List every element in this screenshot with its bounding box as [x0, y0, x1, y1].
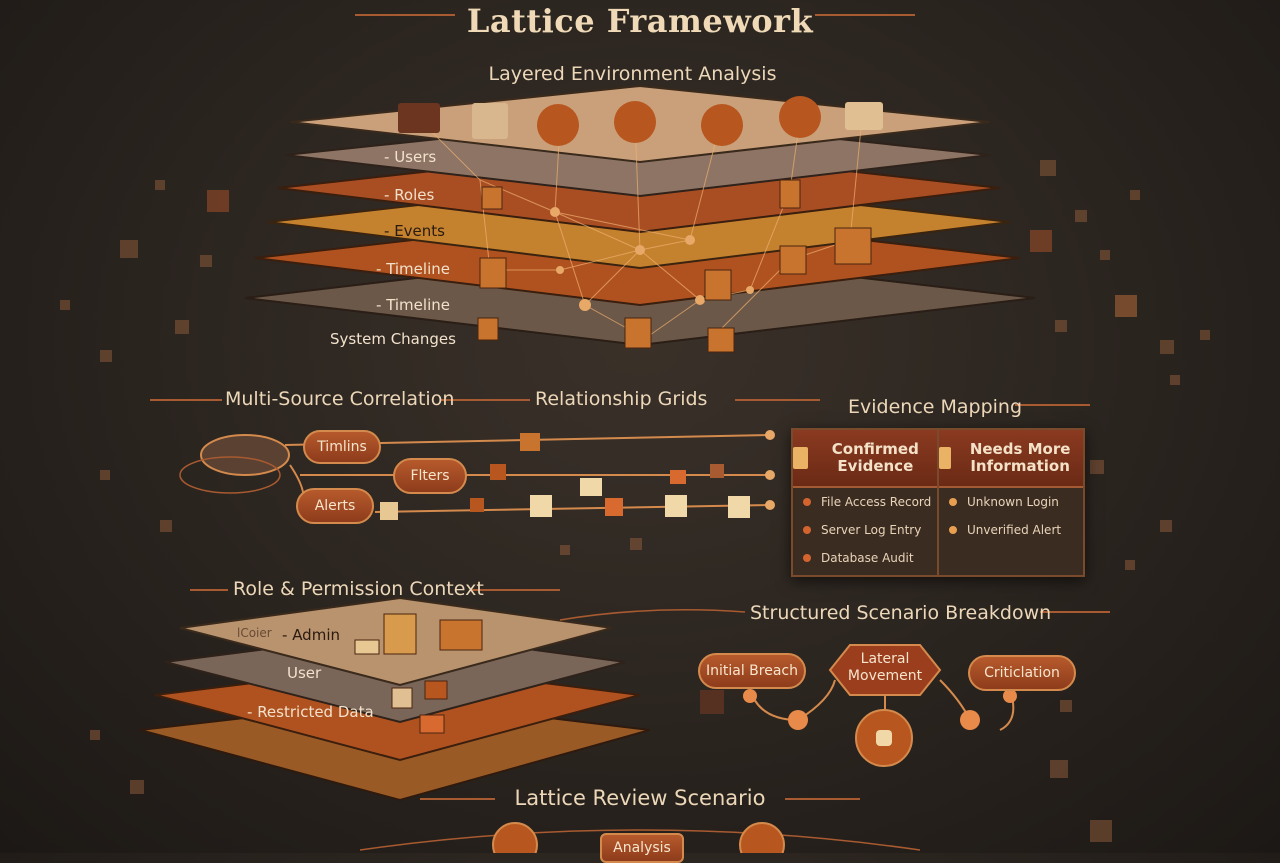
- background-squares: [60, 160, 1210, 842]
- layer-label-users: - Users: [384, 148, 437, 166]
- evidence-item[interactable]: Unknown Login: [939, 488, 1083, 516]
- role-stack: [139, 596, 651, 802]
- scenario-node-lateral-movement[interactable]: Lateral Movement: [847, 651, 923, 684]
- review-settings-icon: [739, 822, 785, 853]
- evidence-item[interactable]: Unverified Alert: [939, 516, 1083, 544]
- bullet-icon: [949, 526, 957, 534]
- layer-label-timeline-1: - Timeline: [376, 260, 450, 278]
- evidence-heading: Evidence Mapping: [848, 396, 1023, 418]
- lock-icon: [391, 687, 413, 709]
- scenario-heading: Structured Scenario Breakdown: [750, 602, 1052, 624]
- tool-icon: [779, 96, 821, 138]
- bullet-icon: [803, 554, 811, 562]
- scenario-dots: [743, 689, 1017, 730]
- needs-column: Needs More Information Unknown Login Unv…: [939, 430, 1083, 575]
- alert-icon: [779, 245, 807, 275]
- role-label-admin: - Admin: [282, 626, 340, 644]
- calendar-icon: [479, 257, 507, 289]
- lattice-network: [419, 117, 863, 336]
- layer-label-timeline-2: - Timeline: [376, 296, 450, 314]
- role-icons: [354, 613, 483, 734]
- evidence-table: Confirmed Evidence File Access Record Se…: [791, 428, 1085, 577]
- file-icon: [779, 179, 801, 209]
- bullet-icon: [949, 498, 957, 506]
- list-icon: [481, 186, 503, 210]
- lateral-movement-shape: [828, 644, 942, 696]
- correlation-node-alerts[interactable]: Alerts: [296, 488, 374, 524]
- needs-header: Needs More Information: [939, 430, 1083, 488]
- stack-icons: [477, 179, 872, 353]
- bullet-icon: [803, 498, 811, 506]
- top-layer-icons: [398, 96, 883, 146]
- evidence-item[interactable]: File Access Record: [793, 488, 937, 516]
- grid-icon: [624, 317, 652, 349]
- role-label-user: User: [287, 664, 322, 682]
- filter-icon: [472, 103, 508, 139]
- gear-icon: [701, 104, 743, 146]
- document-icon: [939, 447, 952, 469]
- layer-label-events: - Events: [384, 222, 445, 240]
- evidence-item[interactable]: Database Audit: [793, 544, 937, 572]
- roles-heading: Role & Permission Context: [233, 578, 484, 600]
- layer-label-roles: - Roles: [384, 186, 435, 204]
- correlation-ends: [765, 430, 775, 510]
- page-title: Lattice Framework: [466, 2, 814, 40]
- review-heading: Lattice Review Scenario: [514, 786, 766, 810]
- confirmed-header: Confirmed Evidence: [793, 430, 937, 488]
- clock-icon: [704, 269, 732, 301]
- correlation-node-filters[interactable]: Flters: [393, 458, 467, 494]
- storage-icon: [439, 619, 483, 651]
- correlation-heading: Multi-Source Correlation: [225, 388, 455, 410]
- user-settings-icon: [537, 104, 579, 146]
- stop-icon: [876, 730, 892, 746]
- user-icon: [398, 103, 440, 133]
- check-icon: [707, 327, 735, 353]
- shield-icon: [477, 317, 499, 341]
- role-label-faint: lCoier: [237, 626, 272, 640]
- bullet-icon: [803, 526, 811, 534]
- lock-icon: [614, 101, 656, 143]
- evidence-item[interactable]: Server Log Entry: [793, 516, 937, 544]
- checklist-icon: [793, 447, 808, 469]
- layer-stack: [244, 84, 1036, 347]
- correlation-blocks: [380, 433, 750, 520]
- database-icon: [834, 227, 872, 265]
- correlation-node-timelines[interactable]: Timlins: [303, 430, 381, 464]
- layer-label-system-changes: System Changes: [330, 330, 456, 348]
- scenario-node-criticlation[interactable]: Criticlation: [968, 655, 1076, 691]
- document-icon: [845, 102, 883, 130]
- review-home-icon: [492, 822, 538, 853]
- review-node-analysis[interactable]: Analysis: [600, 833, 684, 863]
- server-icon: [383, 613, 417, 655]
- scenario-node-initial-breach[interactable]: Initial Breach: [698, 653, 806, 689]
- role-label-restricted: - Restricted Data: [247, 703, 374, 721]
- layered-heading: Layered Environment Analysis: [488, 63, 777, 85]
- grids-heading: Relationship Grids: [535, 388, 708, 410]
- source-node: [200, 434, 290, 476]
- confirmed-column: Confirmed Evidence File Access Record Se…: [793, 430, 939, 575]
